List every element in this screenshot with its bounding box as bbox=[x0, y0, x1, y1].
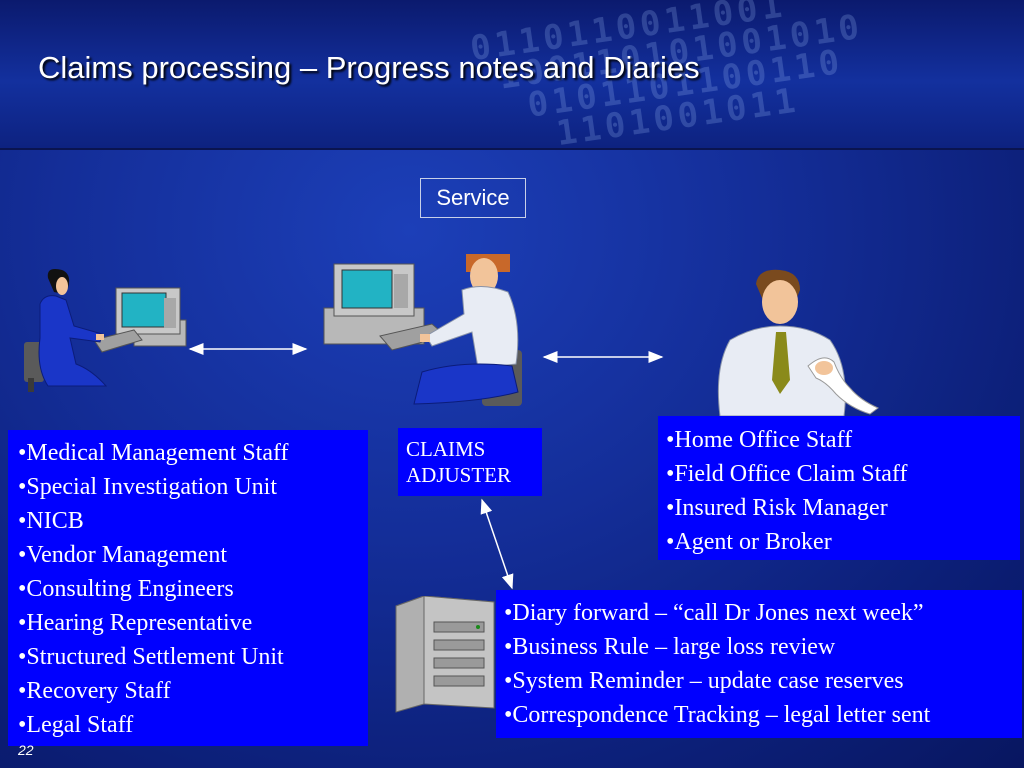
list-item: •NICB bbox=[18, 508, 84, 534]
adjuster-label-line: CLAIMS bbox=[406, 437, 486, 461]
service-recipients-box: •Home Office Staff •Field Office Claim S… bbox=[658, 416, 1020, 560]
list-item: •Business Rule – large loss review bbox=[504, 634, 836, 660]
banner-divider bbox=[0, 148, 1024, 150]
woman-at-computer-icon bbox=[24, 269, 187, 392]
double-arrow-icon bbox=[480, 498, 514, 590]
server-tower-icon bbox=[395, 596, 495, 713]
list-item: •Medical Management Staff bbox=[18, 440, 289, 466]
list-item: •Home Office Staff bbox=[666, 427, 853, 453]
list-item: •Consulting Engineers bbox=[18, 576, 234, 602]
list-item: •Hearing Representative bbox=[18, 610, 253, 636]
list-item: •Field Office Claim Staff bbox=[666, 461, 908, 487]
man-at-computer-icon bbox=[323, 254, 522, 406]
list-item: •Legal Staff bbox=[18, 712, 134, 738]
list-item: •Structured Settlement Unit bbox=[18, 644, 284, 670]
diary-items-box: •Diary forward – “call Dr Jones next wee… bbox=[496, 590, 1022, 738]
list-item: •Vendor Management bbox=[18, 542, 228, 568]
contacts-list-box: •Medical Management Staff •Special Inves… bbox=[8, 430, 368, 746]
claims-adjuster-label: CLAIMS ADJUSTER bbox=[398, 428, 542, 496]
slide-title: Claims processing – Progress notes and D… bbox=[38, 50, 700, 85]
man-reading-printout-icon bbox=[717, 269, 879, 416]
list-item: •Correspondence Tracking – legal letter … bbox=[504, 702, 931, 728]
contacts-list: •Medical Management Staff •Special Inves… bbox=[18, 436, 368, 742]
service-recipients-list: •Home Office Staff •Field Office Claim S… bbox=[666, 423, 1020, 559]
diary-items-list: •Diary forward – “call Dr Jones next wee… bbox=[504, 596, 1022, 732]
title-banner: 0110110011001 100110101001010 0101101100… bbox=[0, 0, 1024, 148]
list-item: •Agent or Broker bbox=[666, 529, 832, 555]
list-item: •System Reminder – update case reserves bbox=[504, 668, 904, 694]
adjuster-label-line: ADJUSTER bbox=[406, 463, 512, 487]
list-item: •Recovery Staff bbox=[18, 678, 171, 704]
list-item: •Special Investigation Unit bbox=[18, 474, 278, 500]
page-number: 22 bbox=[18, 742, 34, 758]
list-item: •Diary forward – “call Dr Jones next wee… bbox=[504, 600, 924, 626]
service-label: Service bbox=[420, 178, 526, 218]
list-item: •Insured Risk Manager bbox=[666, 495, 888, 521]
